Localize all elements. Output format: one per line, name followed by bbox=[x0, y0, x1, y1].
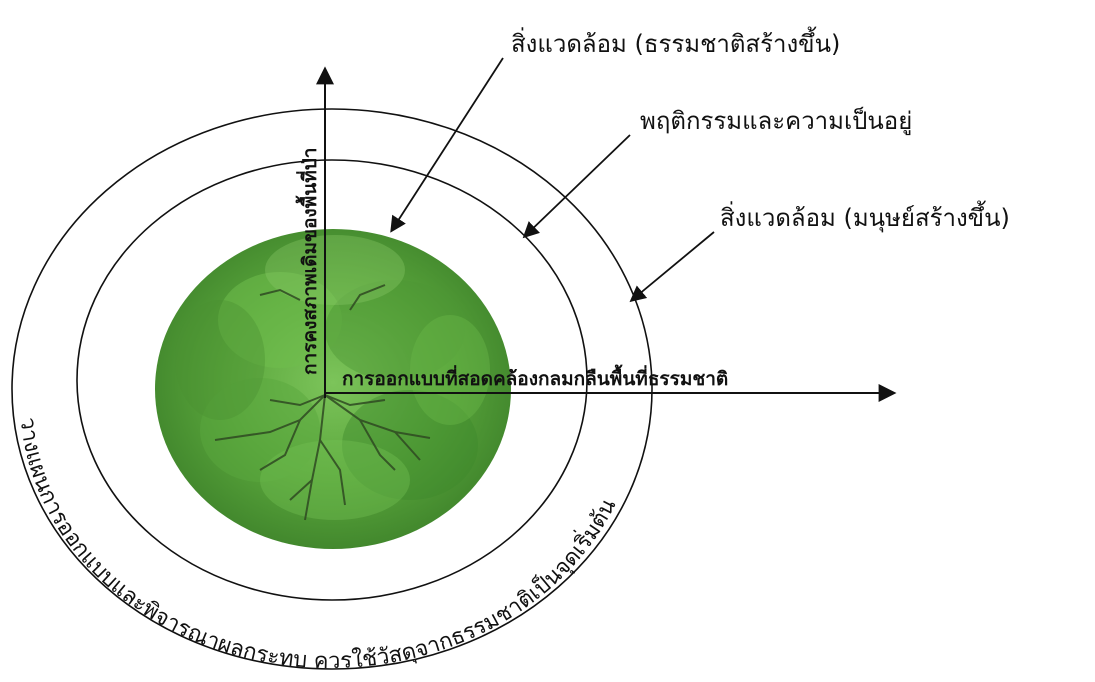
pointer-built-environment bbox=[629, 231, 715, 303]
label-natural-environment: สิ่งแวดล้อม (ธรรมชาติสร้างขึ้น) bbox=[511, 26, 840, 58]
pointer-behavior-living bbox=[522, 134, 631, 239]
pointer-natural-environment bbox=[390, 57, 504, 233]
horizontal-axis-label: การออกแบบที่สอดคล้องกลมกลืนพื้นที่ธรรมชา… bbox=[342, 364, 728, 390]
tree-roots bbox=[214, 284, 431, 521]
label-built-environment: สิ่งแวดล้อม (มนุษย์สร้างขึ้น) bbox=[720, 200, 1010, 233]
vertical-axis-label: การคงสภาพเดิมของพื้นที่ป่า bbox=[295, 148, 321, 375]
label-behavior-living: พฤติกรรมและความเป็นอยู่ bbox=[640, 106, 912, 136]
outer-ring bbox=[11, 108, 653, 670]
middle-ring bbox=[76, 159, 588, 601]
tree-canopy-illustration bbox=[155, 229, 511, 549]
